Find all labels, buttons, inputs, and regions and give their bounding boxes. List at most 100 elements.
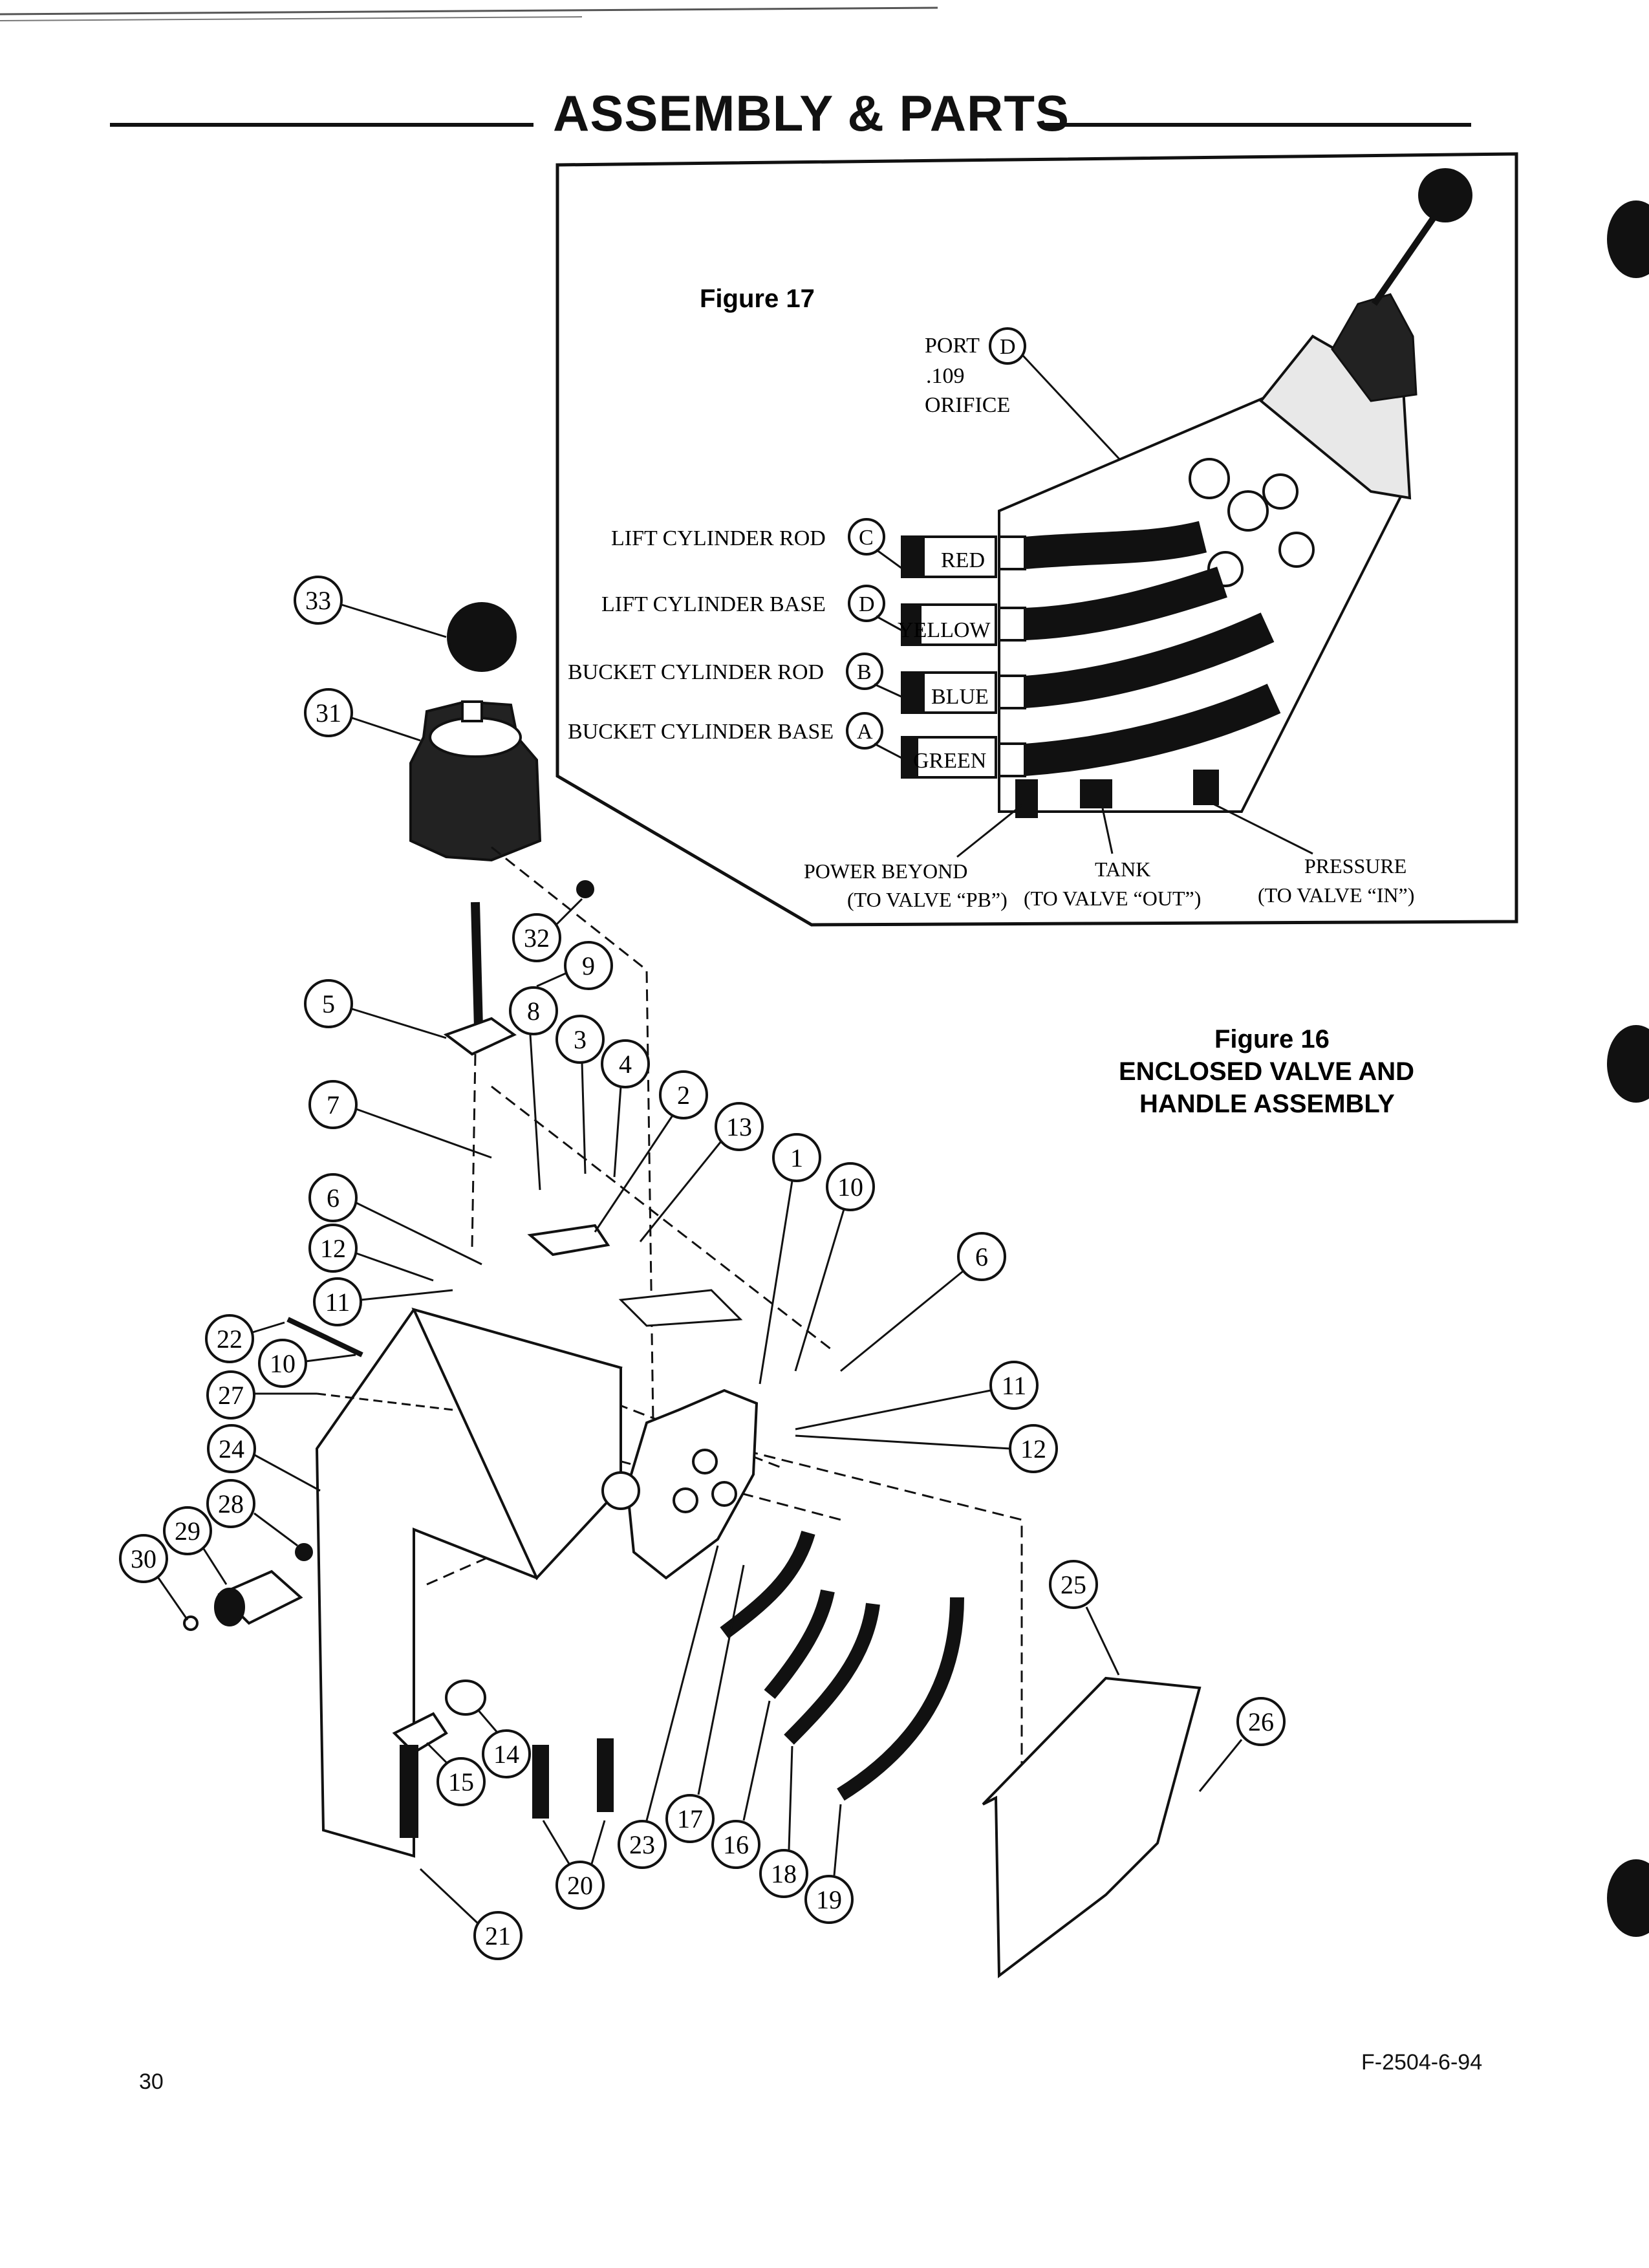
page-title-text: ASSEMBLY & PARTS xyxy=(553,85,1070,142)
color-tag-yellow-text: YELLOW xyxy=(898,618,991,642)
port-label-a: BUCKET CYLINDER BASE A GREEN xyxy=(568,712,997,779)
callout-6-right: 6 xyxy=(840,1232,1006,1372)
callout-6-left: 6 xyxy=(308,1173,482,1266)
power-beyond-leader xyxy=(956,804,1022,858)
svg-text:14: 14 xyxy=(493,1740,519,1769)
svg-text:24: 24 xyxy=(219,1434,244,1463)
pressure-line1: PRESSURE xyxy=(1304,854,1406,878)
callout-19: 19 xyxy=(804,1804,854,1924)
callout-33: 33 xyxy=(294,576,447,638)
svg-text:10: 10 xyxy=(270,1349,296,1378)
port-letter-b: B xyxy=(857,660,872,684)
port-d-line1: PORT xyxy=(925,334,980,358)
callout-31: 31 xyxy=(304,688,421,742)
figure17-label: Figure 17 xyxy=(700,285,815,313)
svg-text:1: 1 xyxy=(790,1143,803,1172)
port-d-circle xyxy=(989,327,1026,365)
callout-30: 30 xyxy=(119,1534,189,1621)
part-cover xyxy=(982,1676,1202,1978)
callout-13: 13 xyxy=(639,1102,764,1242)
svg-text:12: 12 xyxy=(1020,1434,1046,1463)
svg-text:17: 17 xyxy=(677,1804,703,1833)
svg-text:11: 11 xyxy=(325,1288,350,1317)
callout-22: 22 xyxy=(205,1314,363,1363)
svg-text:25: 25 xyxy=(1061,1570,1086,1599)
svg-text:29: 29 xyxy=(175,1517,200,1546)
tank-line2: (TO VALVE “OUT”) xyxy=(1024,887,1201,910)
pressure-leader xyxy=(1209,801,1313,855)
callout-9: 9 xyxy=(536,941,613,990)
callout-20: 20 xyxy=(542,1820,606,1910)
port-letter-d: D xyxy=(859,592,875,616)
callout-28: 28 xyxy=(206,1479,298,1547)
port-letter-a: A xyxy=(857,720,873,744)
part-valve-block xyxy=(625,1388,759,1580)
callout-23: 23 xyxy=(618,1545,719,1869)
power-beyond-line2: (TO VALVE “PB”) xyxy=(847,888,1008,911)
callout-24: 24 xyxy=(207,1424,321,1492)
svg-text:13: 13 xyxy=(726,1112,752,1141)
callout-3: 3 xyxy=(555,1015,605,1174)
port-label-d: LIFT CYLINDER BASE D YELLOW xyxy=(601,585,997,646)
svg-text:3: 3 xyxy=(574,1025,587,1054)
callout-32: 32 xyxy=(512,898,583,962)
figure17-valve-body xyxy=(998,168,1472,818)
port-label-lift-cylinder-base: LIFT CYLINDER BASE xyxy=(601,592,826,616)
form-number: F-2504-6-94 xyxy=(1361,2050,1483,2075)
callout-4: 4 xyxy=(601,1039,650,1178)
figure16-label: Figure 16 xyxy=(1214,1025,1330,1053)
title-rule-left xyxy=(110,123,534,127)
color-tag-blue-text: BLUE xyxy=(931,685,989,709)
callouts: 33 31 32 9 5 8 3 4 2 7 13 1 10 6 6 12 11… xyxy=(119,576,1286,1960)
callout-1: 1 xyxy=(759,1133,821,1385)
svg-text:27: 27 xyxy=(218,1381,244,1410)
figure17-frame xyxy=(555,152,1518,927)
svg-text:22: 22 xyxy=(217,1324,242,1354)
svg-text:32: 32 xyxy=(524,923,550,953)
svg-text:31: 31 xyxy=(316,698,341,728)
svg-text:8: 8 xyxy=(527,997,540,1026)
port-d-line3: ORIFICE xyxy=(925,393,1010,417)
callout-29: 29 xyxy=(163,1506,228,1585)
callout-16: 16 xyxy=(711,1700,771,1869)
callout-5: 5 xyxy=(304,979,447,1039)
callout-25: 25 xyxy=(1049,1560,1120,1676)
svg-text:16: 16 xyxy=(723,1830,749,1859)
callout-18: 18 xyxy=(759,1745,808,1898)
svg-text:5: 5 xyxy=(322,989,335,1019)
svg-text:6: 6 xyxy=(327,1183,339,1213)
svg-text:6: 6 xyxy=(975,1242,988,1271)
callout-12-right: 12 xyxy=(795,1424,1058,1473)
exploded-assembly xyxy=(183,602,1202,1978)
callout-15: 15 xyxy=(426,1742,486,1806)
title-rule-right xyxy=(1044,123,1471,127)
callout-11-right: 11 xyxy=(795,1361,1039,1431)
svg-text:4: 4 xyxy=(619,1050,632,1079)
svg-text:15: 15 xyxy=(448,1767,474,1797)
figure16-caption-line2: HANDLE ASSEMBLY xyxy=(1139,1090,1395,1118)
callout-26: 26 xyxy=(1198,1697,1286,1792)
port-label-bucket-cylinder-rod: BUCKET CYLINDER ROD xyxy=(568,660,824,684)
tank-leader xyxy=(1101,808,1114,854)
pressure-line2: (TO VALVE “IN”) xyxy=(1258,883,1414,907)
callout-11-left: 11 xyxy=(313,1277,453,1326)
callout-21: 21 xyxy=(419,1868,523,1960)
callout-12-left: 12 xyxy=(308,1224,434,1282)
callout-2: 2 xyxy=(594,1070,708,1233)
svg-text:12: 12 xyxy=(320,1234,346,1263)
svg-text:11: 11 xyxy=(1002,1371,1027,1400)
callout-7: 7 xyxy=(308,1080,492,1159)
port-d-letter: D xyxy=(1000,335,1016,359)
callout-10-left: 10 xyxy=(258,1339,356,1388)
svg-text:23: 23 xyxy=(629,1830,655,1859)
part-knob xyxy=(447,602,517,672)
svg-text:21: 21 xyxy=(485,1921,511,1950)
callout-8: 8 xyxy=(509,986,558,1191)
figure16-caption-line1: ENCLOSED VALVE AND xyxy=(1119,1057,1414,1086)
svg-text:9: 9 xyxy=(582,951,595,980)
port-label-lift-cylinder-rod: LIFT CYLINDER ROD xyxy=(611,526,826,550)
page-number: 30 xyxy=(139,2069,164,2094)
svg-text:19: 19 xyxy=(816,1885,842,1914)
svg-text:33: 33 xyxy=(305,586,331,615)
